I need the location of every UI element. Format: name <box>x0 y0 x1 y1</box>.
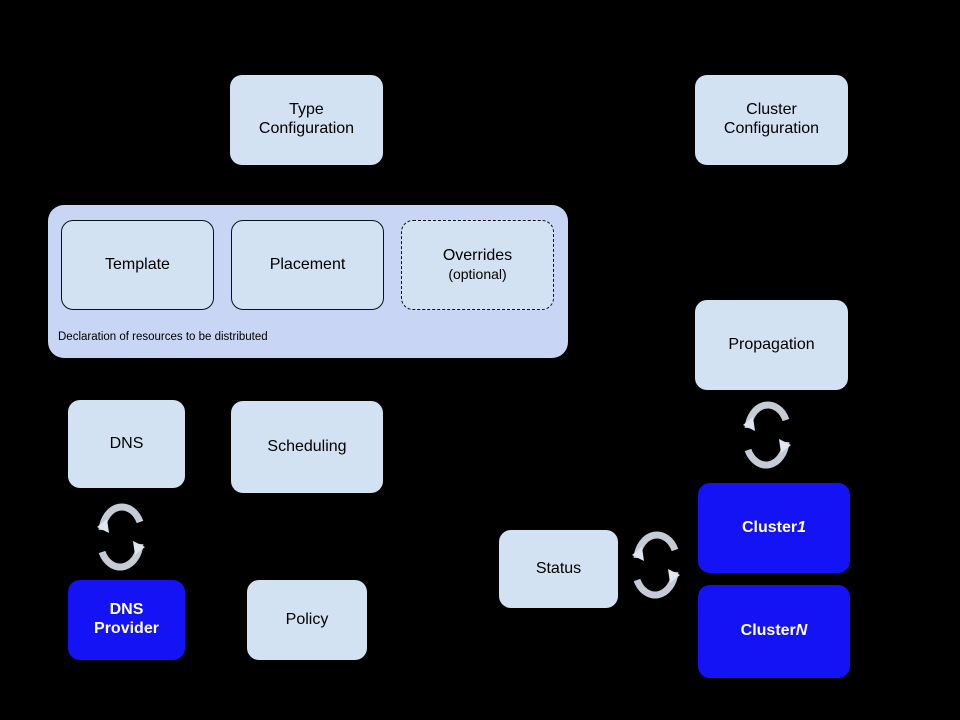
declaration-panel-caption: Declaration of resources to be distribut… <box>58 331 268 343</box>
node-type-configuration-label: Type Configuration <box>258 101 355 137</box>
node-cluster-configuration-label: Cluster Configuration <box>723 101 820 137</box>
node-placement-label: Placement <box>269 255 346 273</box>
node-propagation-label: Propagation <box>728 335 815 353</box>
node-policy[interactable]: Policy <box>247 580 367 660</box>
node-template[interactable]: Template <box>61 220 214 310</box>
node-policy-label: Policy <box>285 610 329 628</box>
node-placement[interactable]: Placement <box>231 220 384 310</box>
node-overrides-sublabel: (optional) <box>448 266 507 283</box>
node-dns-provider-label: DNS Provider <box>94 601 159 637</box>
node-scheduling-label: Scheduling <box>267 437 347 455</box>
node-dns-provider[interactable]: DNS Provider <box>68 580 185 660</box>
node-template-label: Template <box>105 255 170 273</box>
node-cluster-n-prefix: Cluster <box>740 622 796 640</box>
node-cluster-1-suffix: 1 <box>797 518 807 536</box>
node-cluster-n-suffix: N <box>795 622 808 640</box>
node-propagation[interactable]: Propagation <box>695 300 848 390</box>
node-dns[interactable]: DNS <box>68 400 185 488</box>
node-scheduling[interactable]: Scheduling <box>231 401 383 493</box>
node-type-configuration[interactable]: Type Configuration <box>230 75 383 165</box>
sync-propagation-icon <box>743 401 791 469</box>
node-status[interactable]: Status <box>499 530 618 608</box>
node-cluster-1[interactable]: Cluster 1 <box>698 483 850 573</box>
node-cluster-1-prefix: Cluster <box>741 518 798 536</box>
node-status-label: Status <box>535 559 582 577</box>
node-cluster-configuration[interactable]: Cluster Configuration <box>695 75 848 165</box>
node-overrides[interactable]: Overrides (optional) <box>401 220 554 310</box>
node-cluster-n[interactable]: Cluster N <box>698 585 850 678</box>
sync-status-icon <box>632 531 680 599</box>
node-dns-label: DNS <box>109 434 144 452</box>
node-overrides-label: Overrides <box>442 247 513 265</box>
sync-dns-icon <box>97 503 145 571</box>
